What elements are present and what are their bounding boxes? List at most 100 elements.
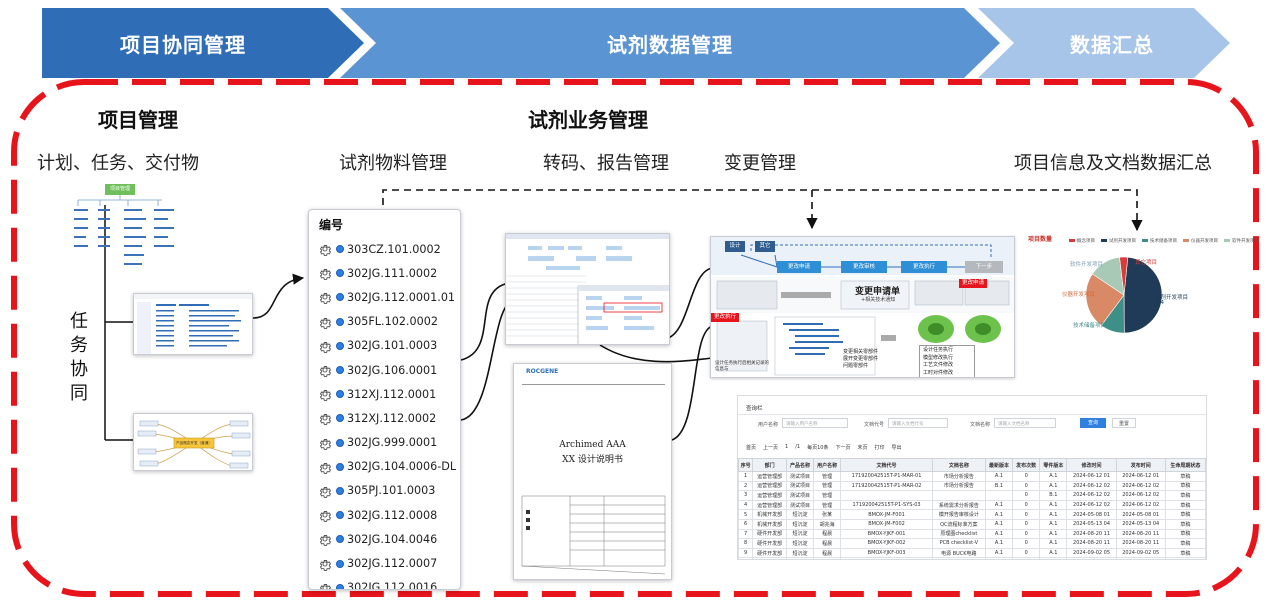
material-row[interactable]: 302JG.112.0008 (315, 503, 460, 527)
material-code: 302JG.106.0001 (347, 363, 438, 377)
table-row[interactable]: 10硬件开发部短沉淀程晨BMOX-YJKF-005BUCK电路设计A.10A.1… (738, 557, 1206, 559)
pagination-control[interactable]: 末页 (857, 445, 868, 451)
material-row[interactable]: 305PJ.101.0003 (315, 479, 460, 503)
change-request-tag: 更改申请 (959, 279, 988, 288)
material-row[interactable]: 312XJ.112.0002 (315, 406, 460, 430)
task-check: 设计任务执行 (923, 347, 954, 353)
column-header[interactable]: 产品名称 (785, 458, 815, 472)
table-cell: BMOX-YJKF-003 (840, 547, 933, 559)
task-checklist: 设计任务执行 模型修改执行 工艺文件修改 工时对件修改 (919, 345, 975, 377)
table-cell: 测试项目 (785, 480, 815, 492)
column-header[interactable]: 文档代号 (840, 458, 933, 472)
query-panel-title: 查询栏 (746, 406, 763, 412)
pagination-control[interactable]: 下一页 (835, 445, 851, 451)
table-cell: 2024-06-12 02 (1115, 490, 1166, 501)
table-cell: BUCK电路设计 (931, 557, 986, 559)
pie-legend-item: 概念项目 (1069, 238, 1095, 244)
table-cell: QC流程标准方案 (931, 518, 986, 530)
column-header[interactable]: 用户名称 (813, 458, 842, 472)
pagination-control[interactable]: /1 (795, 444, 801, 450)
table-cell: 2024-06-12 01 (1115, 471, 1166, 482)
material-row[interactable]: 302JG.112.0001.01 (315, 285, 460, 309)
table-cell: 草稿 (1164, 538, 1206, 549)
material-row[interactable]: 305FL.102.0002 (315, 310, 460, 334)
filter-user-input[interactable]: 请输入用户名称 (782, 418, 848, 428)
exec-bullet: 问题零部件 (843, 363, 869, 369)
pagination-toolbar: 首页上一页 1/1 每页10条下一页末页打印导出 (746, 444, 902, 451)
pie-slice (1085, 273, 1125, 326)
status-dot (336, 317, 344, 326)
pagination-control[interactable]: 首页 (746, 445, 757, 451)
stage-reagent-data: 试剂数据管理 (340, 8, 1000, 78)
pie-legend: 概念项目试剂开发项目技术储备项目仪器开发项目软件开发项目 (1069, 238, 1259, 244)
column-header[interactable]: 生命周期状态 (1164, 458, 1206, 472)
table-cell: 2024-08-20 11 (1066, 538, 1117, 549)
table-cell: 测试项目 (785, 471, 815, 482)
task-check: 工时对件修改 (923, 369, 954, 376)
table-cell: 草稿 (1164, 528, 1206, 540)
project-tree-thumbnail: 项目管理 (70, 182, 180, 272)
material-row[interactable]: 302JG.999.0001 (315, 431, 460, 455)
table-cell: 0 (1012, 471, 1041, 482)
change-flow-thumbnail: 设计 其它 更改申请 更改审核 更改执行 下一步 变更申请单 +相关技术通知 更… (710, 236, 1015, 378)
filter-name-input[interactable]: 请输入文档名称 (994, 418, 1056, 428)
query-button[interactable]: 查询 (1080, 418, 1106, 428)
table-cell: 0 (1012, 499, 1041, 511)
table-cell: 短沉淀 (785, 538, 815, 549)
material-row[interactable]: 312XJ.112.0001 (315, 382, 460, 406)
filter-code-input[interactable]: 请输入文档代号 (888, 418, 948, 428)
column-header[interactable]: 发布时间 (1115, 458, 1166, 472)
table-cell: 3 (738, 490, 754, 501)
table-cell: 2024-06-12 01 (1066, 471, 1117, 482)
status-dot (336, 535, 344, 544)
material-row[interactable]: 302JG.104.0046 (315, 527, 460, 551)
pagination-control[interactable]: 导出 (891, 445, 902, 451)
change-exec-tag: 更改执行 (711, 313, 740, 322)
mindmap-root: 项目管理 (105, 184, 135, 195)
column-header[interactable]: 最新版本 (984, 458, 1014, 472)
table-cell: 程晨 (813, 528, 842, 540)
status-dot (336, 390, 344, 399)
material-row[interactable]: 302JG.101.0003 (315, 334, 460, 358)
gear-icon (318, 557, 332, 571)
column-header[interactable]: 修改时间 (1066, 458, 1117, 472)
column-header[interactable]: 序号 (738, 458, 754, 472)
column-header[interactable]: 发布次数 (1012, 458, 1041, 472)
gear-icon (318, 581, 332, 589)
task-check: 工艺文件修改 (923, 362, 954, 368)
column-header[interactable]: 零件版本 (1039, 458, 1068, 472)
pagination-control[interactable]: 上一页 (763, 445, 779, 451)
pagination-control[interactable]: 打印 (874, 445, 885, 451)
table-cell: 171920042515T-P1-MAR-02 (840, 480, 933, 492)
material-row[interactable]: 302JG.111.0002 (315, 261, 460, 285)
column-header[interactable]: 文档名称 (931, 458, 986, 472)
material-row[interactable]: 302JG.104.0006-DL (315, 455, 460, 479)
pagination-control[interactable]: 1 (785, 444, 789, 450)
gear-icon (318, 339, 332, 353)
material-row[interactable]: 302JG.112.0007 (315, 551, 460, 575)
material-row[interactable]: 302JG.112.0016 (315, 576, 460, 589)
summary-subtitle: 项目信息及文档数据汇总 (1014, 153, 1212, 174)
table-cell: 2024-06-12 02 (1115, 499, 1166, 511)
table-cell: B.1 (1039, 490, 1068, 501)
reset-button[interactable]: 重置 (1112, 418, 1136, 428)
material-row[interactable]: 302JG.106.0001 (315, 358, 460, 382)
pagination-control[interactable]: 每页10条 (807, 445, 829, 451)
column-header[interactable]: 部门 (752, 458, 787, 472)
table-cell: 原理图checklist (931, 528, 986, 540)
material-row[interactable]: 303CZ.101.0002 (315, 237, 460, 261)
task-collab-char: 同 (70, 383, 88, 404)
table-cell: 短沉淀 (785, 518, 815, 530)
table-cell: A.1 (1039, 480, 1068, 492)
task-collab-char: 任 (70, 311, 88, 332)
